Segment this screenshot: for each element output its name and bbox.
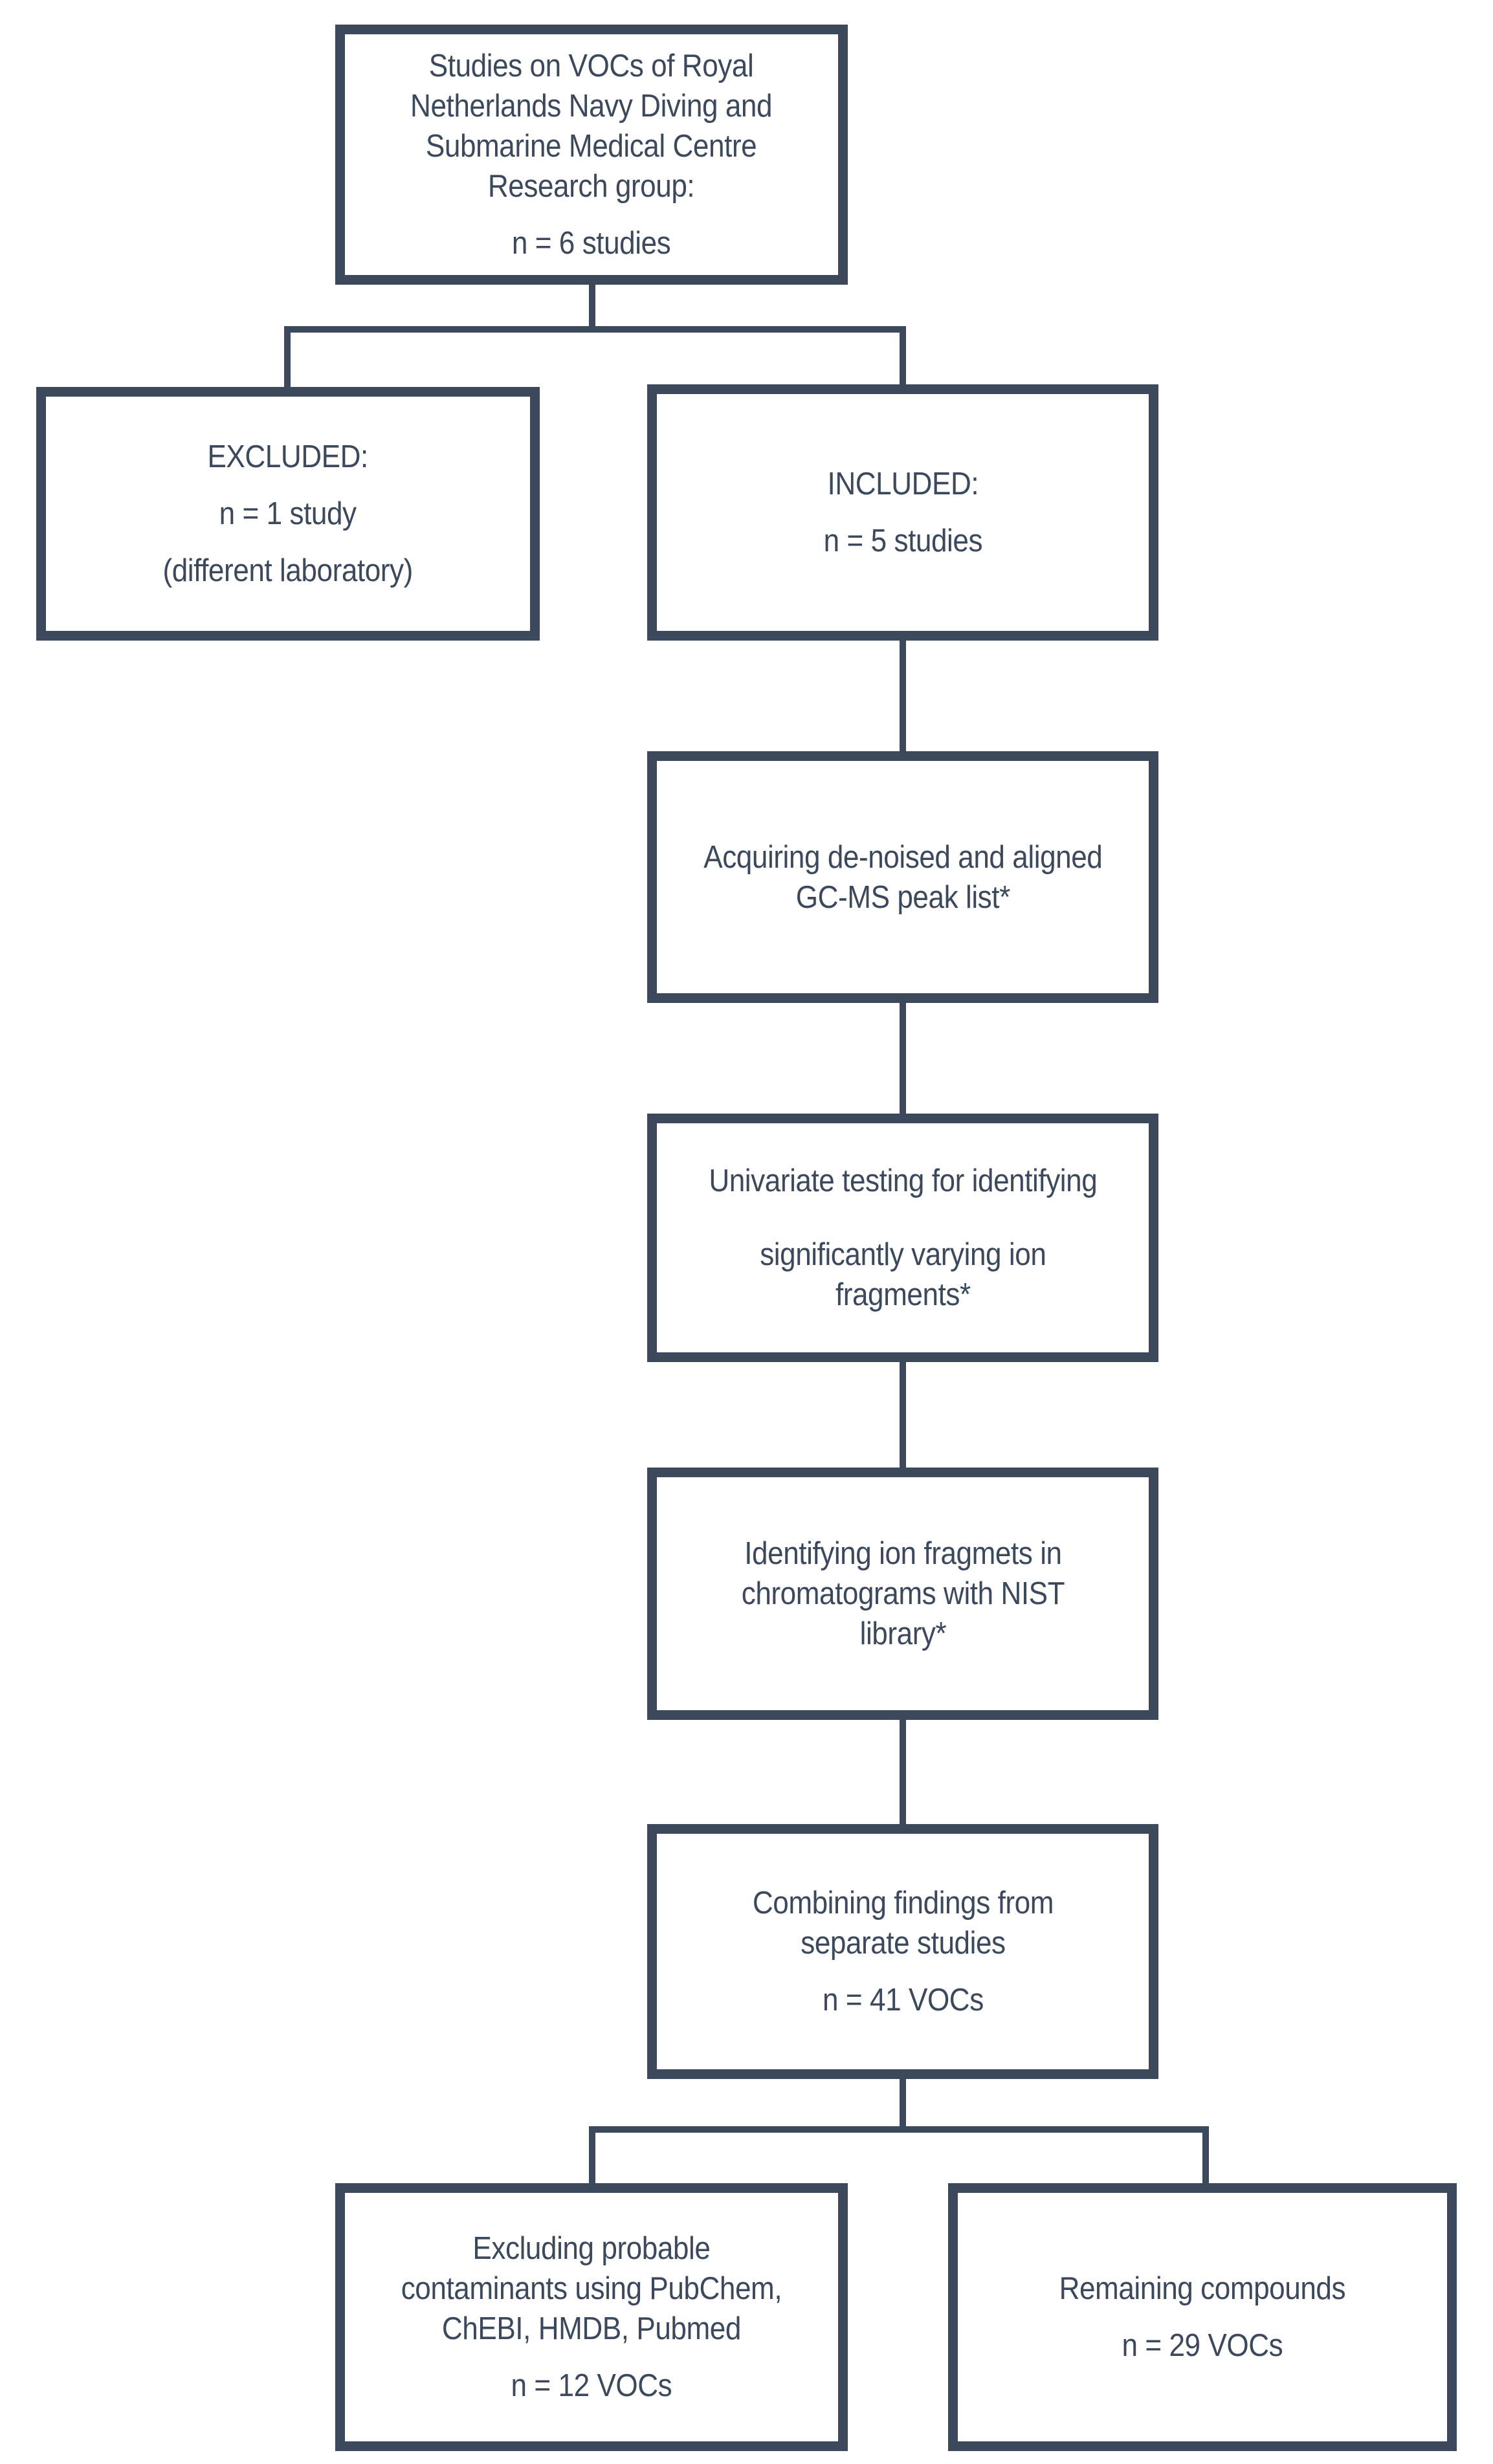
excluded-box: EXCLUDED: n = 1 study (different laborat… xyxy=(36,387,540,641)
univariate-testing-text2: significantly varying ion fragments* xyxy=(759,1237,1046,1312)
connector-combining-down xyxy=(900,2078,906,2129)
connector-included-drop xyxy=(900,326,906,386)
connector-univariate-to-nist xyxy=(900,1361,906,1469)
connector-exclusion-drop xyxy=(589,2126,595,2184)
included-box: INCLUDED: n = 5 studies xyxy=(647,384,1158,641)
connector-source-down xyxy=(589,283,595,333)
excluded-note: (different laboratory) xyxy=(162,553,414,588)
source-studies-count: n = 6 studies xyxy=(512,226,671,261)
contaminant-exclusion-count: n = 12 VOCs xyxy=(511,2368,672,2403)
remaining-compounds-text: Remaining compounds xyxy=(1059,2271,1346,2306)
excluded-title: EXCLUDED: xyxy=(207,439,369,474)
combining-findings-text: Combining findings from separate studies xyxy=(752,1886,1054,1961)
connector-remaining-drop xyxy=(1202,2126,1209,2184)
remaining-compounds-content: Remaining compounds n = 29 VOCs xyxy=(1059,2269,1346,2366)
peak-list-content: Acquiring de-noised and aligned GC-MS pe… xyxy=(703,837,1103,918)
source-studies-text: Studies on VOCs of Royal Netherlands Nav… xyxy=(410,49,773,204)
connector-included-to-peaklist xyxy=(900,639,906,753)
peak-list-box: Acquiring de-noised and aligned GC-MS pe… xyxy=(647,751,1158,1003)
connector-peaklist-to-univariate xyxy=(900,1002,906,1115)
combining-findings-count: n = 41 VOCs xyxy=(822,1983,984,2018)
included-content: INCLUDED: n = 5 studies xyxy=(823,464,982,561)
nist-identification-box: Identifying ion fragmets in chromatogram… xyxy=(647,1468,1158,1720)
remaining-compounds-count: n = 29 VOCs xyxy=(1122,2328,1283,2363)
excluded-count: n = 1 study xyxy=(219,496,357,531)
univariate-testing-box: Univariate testing for identifying signi… xyxy=(647,1114,1158,1362)
univariate-testing-text: Univariate testing for identifying xyxy=(709,1163,1097,1198)
source-studies-content: Studies on VOCs of Royal Netherlands Nav… xyxy=(410,46,772,263)
connector-excluded-drop xyxy=(284,326,291,388)
included-count: n = 5 studies xyxy=(823,523,982,558)
nist-identification-text: Identifying ion fragmets in chromatogram… xyxy=(741,1536,1065,1651)
contaminant-exclusion-content: Excluding probable contaminants using Pu… xyxy=(401,2228,782,2406)
included-title: INCLUDED: xyxy=(827,467,979,501)
peak-list-text: Acquiring de-noised and aligned GC-MS pe… xyxy=(703,839,1103,915)
remaining-compounds-box: Remaining compounds n = 29 VOCs xyxy=(948,2183,1457,2451)
nist-identification-content: Identifying ion fragmets in chromatogram… xyxy=(741,1534,1065,1654)
combining-findings-box: Combining findings from separate studies… xyxy=(647,1824,1158,2079)
univariate-testing-content: Univariate testing for identifying signi… xyxy=(709,1161,1097,1315)
connector-split-top-bar xyxy=(284,326,906,333)
excluded-content: EXCLUDED: n = 1 study (different laborat… xyxy=(162,437,414,591)
connector-nist-to-combining xyxy=(900,1719,906,1825)
combining-findings-content: Combining findings from separate studies… xyxy=(752,1883,1054,2020)
contaminant-exclusion-text: Excluding probable contaminants using Pu… xyxy=(401,2231,782,2346)
source-studies-box: Studies on VOCs of Royal Netherlands Nav… xyxy=(335,25,848,285)
connector-split-bottom-bar xyxy=(589,2126,1209,2133)
contaminant-exclusion-box: Excluding probable contaminants using Pu… xyxy=(335,2183,848,2451)
